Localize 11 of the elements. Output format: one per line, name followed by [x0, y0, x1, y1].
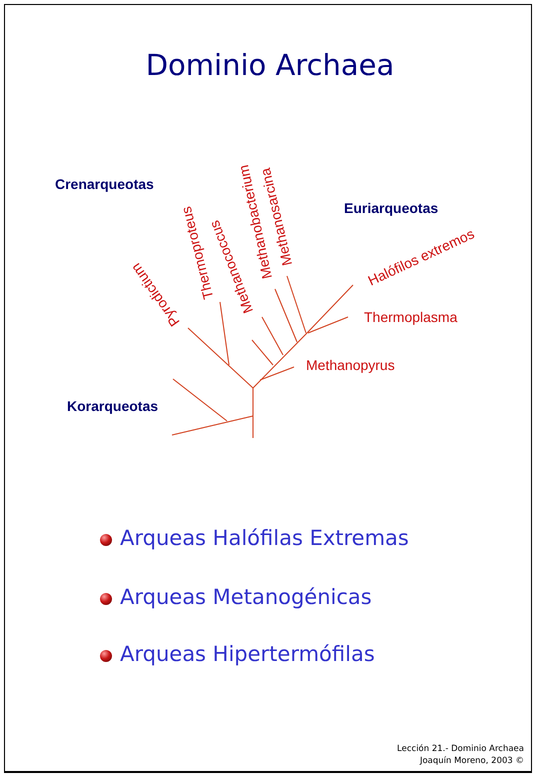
list-item: Arqueas Halófilas Extremas: [120, 526, 409, 552]
branch-label: Thermoplasma: [364, 310, 458, 324]
footer-note: Joaquín Moreno, 2003 ©: [420, 756, 524, 766]
group-label: Crenarqueotas: [55, 176, 154, 192]
branch-label: Methanopyrus: [306, 358, 395, 372]
list-item: Arqueas Metanogénicas: [120, 585, 372, 610]
title: Dominio Archaea: [144, 48, 396, 82]
group-label: Korarqueotas: [67, 398, 158, 414]
group-label: Euriarqueotas: [344, 200, 438, 216]
footer-note: Lección 21.- Dominio Archaea: [397, 744, 524, 754]
list-item: Arqueas Hipertermófilas: [120, 642, 375, 668]
